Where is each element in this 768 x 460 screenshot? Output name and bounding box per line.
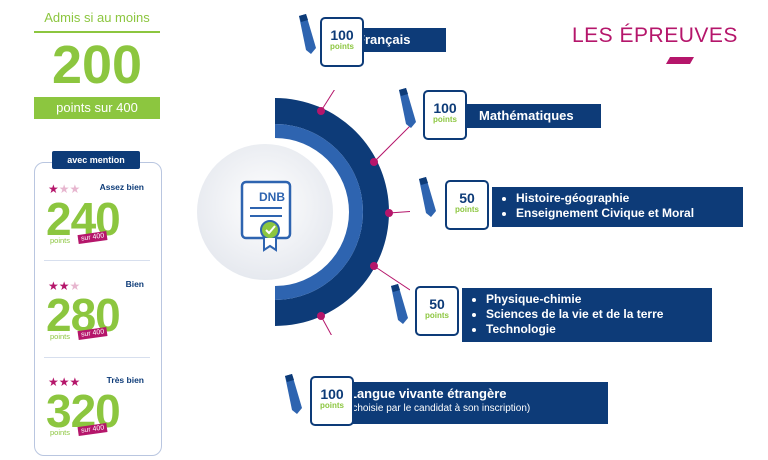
admis-title: Admis si au moins xyxy=(44,10,150,25)
pen-icon xyxy=(296,12,318,61)
points-unit: points xyxy=(330,42,354,51)
epreuve-points: 50 xyxy=(459,190,475,206)
epreuve-histoire: Histoire-géographie Enseignement Civique… xyxy=(492,187,743,227)
divider xyxy=(44,260,150,261)
inner-arc xyxy=(275,124,363,300)
points-label: points xyxy=(50,332,71,341)
epreuve-label: Français xyxy=(357,32,411,47)
epreuve-label: Histoire-géographie xyxy=(516,191,733,206)
points-unit: points xyxy=(433,115,457,124)
pen-icon xyxy=(282,372,304,421)
star-icon: ★ xyxy=(58,375,70,389)
points-label: points xyxy=(50,428,71,437)
epreuve-points: 100 xyxy=(330,27,354,43)
points-unit: points xyxy=(455,205,479,214)
points-sur-band: points sur 400 xyxy=(34,97,160,119)
epreuve-sciences: Physique-chimie Sciences de la vie et de… xyxy=(462,288,712,342)
star-icon: ★ xyxy=(69,375,81,389)
document-icon: 50 points xyxy=(415,286,459,336)
epreuve-label: Mathématiques xyxy=(479,108,574,123)
connector-dot xyxy=(385,209,393,217)
epreuve-points: 100 xyxy=(320,386,344,402)
document-icon: 100 points xyxy=(310,376,354,426)
document-icon: 100 points xyxy=(320,17,364,67)
pen-icon xyxy=(416,175,438,224)
star-icon: ★ xyxy=(48,279,59,293)
points-unit: points xyxy=(425,311,449,320)
epreuve-label: Enseignement Civique et Moral xyxy=(516,206,733,221)
diploma-icon xyxy=(240,180,292,252)
pen-icon xyxy=(396,86,418,135)
pen-icon xyxy=(388,282,410,331)
star-icon: ★ xyxy=(58,182,70,196)
points-unit: points xyxy=(320,401,344,410)
epreuve-label: Physique-chimie xyxy=(486,292,702,307)
connector-dot xyxy=(317,107,325,115)
star-icon: ★ xyxy=(48,375,59,389)
epreuve-label: Sciences de la vie et de la terre xyxy=(486,307,702,322)
stars-tres-bien: ★★★ xyxy=(48,373,80,391)
epreuve-langue: Langue vivante étrangère (choisie par le… xyxy=(337,382,608,424)
star-icon: ★ xyxy=(69,182,81,196)
dnb-badge: DNB xyxy=(259,190,285,204)
star-icon: ★ xyxy=(58,279,70,293)
epreuve-points: 50 xyxy=(429,296,445,312)
mention-label: avec mention xyxy=(52,151,140,169)
min-score: 200 xyxy=(51,35,143,95)
divider xyxy=(44,357,150,358)
document-icon: 50 points xyxy=(445,180,489,230)
connector-dot xyxy=(370,262,378,270)
connector-dot xyxy=(317,312,325,320)
epreuve-label: Technologie xyxy=(486,322,702,337)
mention-name: Assez bien xyxy=(99,182,144,192)
title-accent xyxy=(665,57,695,64)
epreuve-mathematiques: Mathématiques xyxy=(467,104,601,128)
outer-arc xyxy=(275,98,389,326)
star-icon: ★ xyxy=(48,182,59,196)
points-label: points xyxy=(50,236,71,245)
center-graphic xyxy=(197,90,410,335)
divider xyxy=(34,31,160,33)
connector-dot xyxy=(370,158,378,166)
mention-name: Bien xyxy=(125,279,144,289)
page-title: LES ÉPREUVES xyxy=(572,24,738,47)
epreuve-label: Langue vivante étrangère xyxy=(349,386,507,401)
star-icon: ★ xyxy=(69,279,81,293)
epreuve-note: (choisie par le candidat à son inscripti… xyxy=(349,403,531,414)
mention-name: Très bien xyxy=(106,375,144,385)
document-icon: 100 points xyxy=(423,90,467,140)
stars-assez-bien: ★★★ xyxy=(48,180,80,198)
stars-bien: ★★★ xyxy=(48,277,80,295)
epreuve-points: 100 xyxy=(433,100,457,116)
